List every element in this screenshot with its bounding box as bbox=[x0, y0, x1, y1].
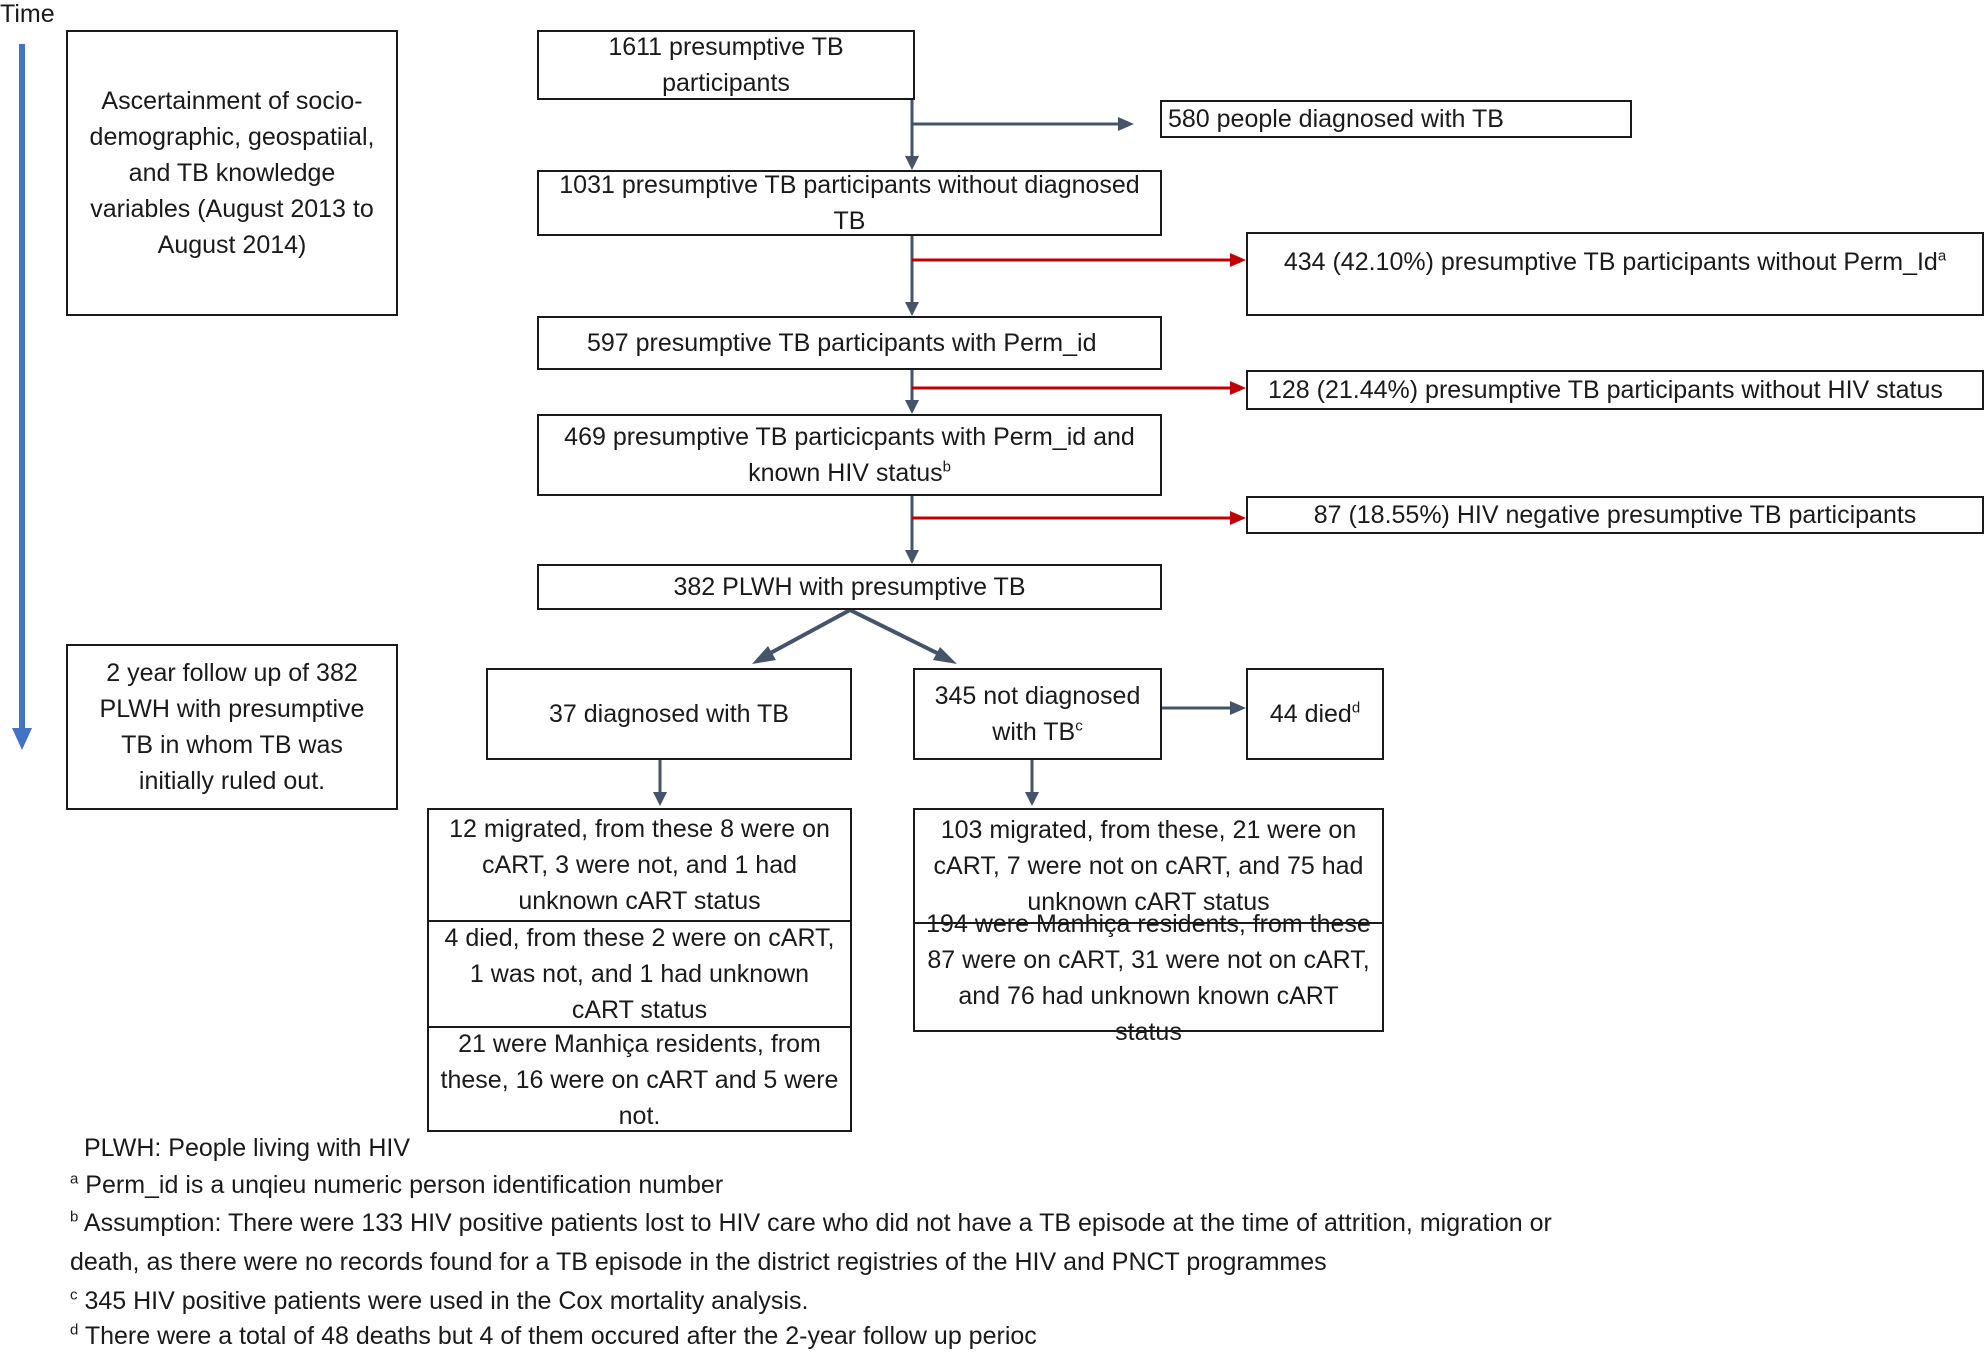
box-382: 382 PLWH with presumptive TB bbox=[537, 564, 1162, 610]
right-outcome-residents: 194 were Manhiça residents, from these 8… bbox=[915, 910, 1382, 1046]
arrow-to-580 bbox=[912, 117, 1134, 131]
box-434-text: 434 (42.10%) presumptive TB participants… bbox=[1283, 247, 1947, 276]
box-469: 469 presumptive TB particicpants with Pe… bbox=[537, 414, 1162, 496]
footnote-b-line1: b Assumption: There were 133 HIV positiv… bbox=[70, 1208, 1552, 1237]
box-345-text: 345 not diagnosed with TBc bbox=[934, 682, 1141, 746]
arrow-to-87 bbox=[912, 511, 1246, 525]
left-outcome-migrated: 12 migrated, from these 8 were on cART, … bbox=[449, 815, 830, 915]
footnote-marker-b: b bbox=[942, 458, 951, 476]
footnote-a: a Perm_id is a unqieu numeric person ide… bbox=[70, 1170, 724, 1199]
arrow-345-to-right-stack bbox=[1025, 760, 1039, 806]
followup-text: 2 year follow up of 382 PLWH with presum… bbox=[99, 659, 365, 795]
arrow-469-to-382 bbox=[905, 496, 919, 564]
arrow-382-to-345 bbox=[849, 608, 957, 664]
arrow-345-to-44 bbox=[1162, 701, 1246, 715]
box-37-text: 37 diagnosed with TB bbox=[549, 700, 789, 728]
box-597: 597 presumptive TB participants with Per… bbox=[537, 316, 1162, 370]
arrow-to-128 bbox=[912, 381, 1246, 395]
arrow-382-to-37 bbox=[752, 608, 851, 664]
box-1611-text: 1611 presumptive TB participants bbox=[608, 33, 844, 97]
box-87-text: 87 (18.55%) HIV negative presumptive TB … bbox=[1313, 501, 1917, 529]
box-469-text: 469 presumptive TB particicpants with Pe… bbox=[564, 423, 1135, 487]
box-37: 37 diagnosed with TB bbox=[486, 668, 852, 760]
footnote-marker-a: a bbox=[1937, 247, 1947, 265]
footnote-b-line2: death, as there were no records found fo… bbox=[70, 1248, 1327, 1276]
box-128: 128 (21.44%) presumptive TB participants… bbox=[1246, 370, 1984, 410]
arrow-1031-to-597 bbox=[905, 236, 919, 316]
box-44: 44 diedd bbox=[1246, 668, 1384, 760]
box-44-text: 44 diedd bbox=[1269, 699, 1361, 728]
box-1611: 1611 presumptive TB participants bbox=[537, 30, 915, 100]
followup-box: 2 year follow up of 382 PLWH with presum… bbox=[66, 644, 398, 810]
footnote-c: c 345 HIV positive patients were used in… bbox=[70, 1286, 809, 1315]
box-597-text: 597 presumptive TB participants with Per… bbox=[587, 329, 1097, 357]
box-382-text: 382 PLWH with presumptive TB bbox=[673, 573, 1026, 601]
timeline-arrow bbox=[12, 44, 32, 750]
right-outcome-migrated: 103 migrated, from these, 21 were on cAR… bbox=[933, 816, 1364, 916]
box-1031-text: 1031 presumptive TB participants without… bbox=[559, 171, 1140, 235]
box-434: 434 (42.10%) presumptive TB participants… bbox=[1246, 232, 1984, 316]
arrow-37-to-left-stack bbox=[653, 760, 667, 806]
left-outcome-stack: 12 migrated, from these 8 were on cART, … bbox=[427, 808, 852, 1132]
left-outcome-died: 4 died, from these 2 were on cART, 1 was… bbox=[429, 920, 850, 1026]
footnote-marker-d: d bbox=[1351, 699, 1361, 717]
right-outcome-stack: 103 migrated, from these, 21 were on cAR… bbox=[913, 808, 1384, 1046]
arrow-597-to-469 bbox=[905, 370, 919, 414]
footnote-d: d There were a total of 48 deaths but 4 … bbox=[70, 1321, 1037, 1350]
box-1031: 1031 presumptive TB participants without… bbox=[537, 170, 1162, 236]
ascertainment-text: Ascertainment of socio-demographic, geos… bbox=[89, 87, 375, 259]
box-128-text: 128 (21.44%) presumptive TB participants… bbox=[1268, 376, 1943, 404]
box-580: 580 people diagnosed with TB bbox=[1160, 100, 1632, 138]
box-87: 87 (18.55%) HIV negative presumptive TB … bbox=[1246, 496, 1984, 534]
left-outcome-residents: 21 were Manhiça residents, from these, 1… bbox=[429, 1026, 850, 1132]
footnote-marker-c: c bbox=[1075, 717, 1083, 735]
arrow-1611-to-1031 bbox=[905, 100, 919, 170]
time-label: Time bbox=[0, 0, 55, 28]
box-345: 345 not diagnosed with TBc bbox=[913, 668, 1162, 760]
box-580-text: 580 people diagnosed with TB bbox=[1168, 105, 1504, 133]
ascertainment-box: Ascertainment of socio-demographic, geos… bbox=[66, 30, 398, 316]
arrow-to-434 bbox=[912, 253, 1246, 267]
footnote-plwh: PLWH: People living with HIV bbox=[84, 1134, 411, 1162]
